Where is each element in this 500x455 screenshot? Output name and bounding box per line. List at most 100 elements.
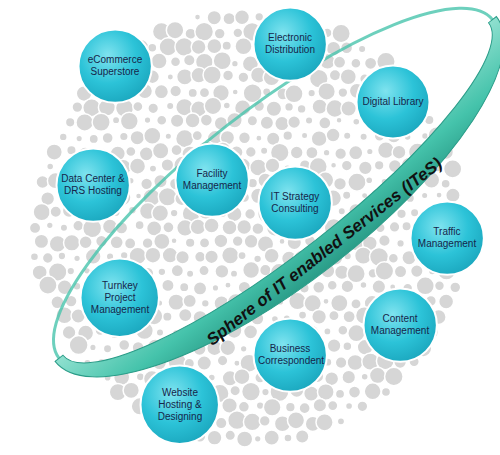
texture-dot: [364, 383, 381, 400]
texture-dot: [148, 103, 159, 114]
texture-dot: [212, 285, 219, 292]
texture-dot: [238, 72, 249, 83]
texture-dot: [199, 265, 209, 275]
texture-dot: [230, 385, 240, 395]
texture-dot: [244, 325, 258, 339]
texture-dot: [388, 253, 398, 263]
texture-dot: [222, 220, 237, 235]
texture-dot: [446, 188, 460, 202]
circle-shape: [363, 288, 436, 361]
texture-dot: [194, 14, 200, 20]
texture-dot: [385, 367, 404, 386]
texture-dot: [235, 10, 250, 25]
texture-dot: [397, 240, 405, 248]
texture-dot: [245, 147, 256, 158]
texture-dot: [335, 148, 347, 160]
texture-dot: [312, 99, 327, 114]
texture-dot: [239, 132, 251, 144]
service-circle: Traffic Management: [409, 200, 485, 276]
texture-dot: [389, 222, 400, 233]
texture-dot: [176, 250, 190, 264]
circle-shape: [81, 259, 159, 337]
texture-dot: [335, 357, 347, 369]
texture-dot: [238, 251, 246, 259]
texture-dot: [76, 135, 83, 142]
texture-dot: [435, 281, 445, 291]
circle-shape: [78, 29, 151, 102]
texture-dot: [263, 398, 281, 416]
service-circle: Business Correspondent: [252, 317, 328, 393]
texture-dot: [313, 281, 325, 293]
texture-dot: [200, 114, 212, 126]
texture-dot: [89, 134, 98, 143]
texture-dot: [234, 360, 240, 366]
circle-shape: [141, 366, 219, 444]
circle-shape: [175, 143, 248, 216]
texture-dot: [441, 179, 450, 188]
texture-dot: [215, 264, 229, 278]
texture-dot: [58, 252, 66, 260]
texture-dot: [283, 131, 293, 141]
texture-dot: [326, 128, 340, 142]
texture-dot: [243, 413, 261, 431]
texture-dot: [126, 146, 136, 156]
texture-dot: [34, 234, 48, 248]
texture-dot: [332, 24, 350, 42]
texture-dot: [69, 336, 88, 355]
texture-dot: [144, 117, 151, 124]
texture-dot: [237, 220, 252, 235]
texture-dot: [264, 248, 279, 263]
texture-dot: [381, 387, 390, 396]
texture-dot: [275, 116, 290, 131]
texture-dot: [79, 236, 92, 249]
texture-dot: [39, 276, 57, 294]
texture-dot: [331, 162, 337, 168]
texture-dot: [166, 21, 184, 39]
texture-dot: [329, 310, 339, 320]
texture-dot: [141, 178, 153, 190]
texture-dot: [123, 382, 139, 398]
texture-dot: [394, 265, 406, 277]
texture-dot: [47, 163, 54, 170]
service-circle: Facility Management: [174, 142, 250, 218]
texture-dot: [323, 149, 330, 156]
texture-dot: [347, 354, 363, 370]
texture-dot: [329, 70, 340, 81]
texture-dot: [361, 373, 368, 380]
texture-dot: [327, 339, 341, 353]
service-circle: Data Center & DRS Hosting: [55, 147, 131, 223]
texture-dot: [319, 117, 331, 129]
texture-dot: [266, 101, 282, 117]
texture-dot: [214, 234, 228, 248]
texture-dot: [144, 127, 161, 144]
texture-dot: [30, 253, 38, 261]
texture-dot: [103, 345, 111, 353]
texture-dot: [397, 209, 407, 219]
texture-dot: [90, 344, 97, 351]
texture-dot: [197, 356, 211, 370]
texture-dot: [203, 66, 221, 84]
circle-shape: [56, 148, 129, 221]
texture-dot: [120, 132, 129, 141]
texture-dot: [360, 133, 368, 141]
texture-dot: [242, 382, 261, 401]
service-circle: Website Hosting & Designing: [139, 364, 220, 445]
texture-dot: [157, 115, 167, 125]
service-name: Website Hosting & Designing: [148, 387, 212, 423]
texture-dot: [260, 147, 267, 154]
texture-dot: [133, 101, 143, 111]
texture-dot: [225, 430, 235, 440]
service-name: eCommerce Superstore: [83, 54, 147, 78]
texture-dot: [135, 221, 144, 230]
texture-dot: [348, 386, 360, 398]
texture-dot: [308, 89, 316, 97]
texture-dot: [199, 238, 209, 248]
texture-dot: [340, 69, 356, 85]
sphere-texture: [29, 10, 469, 447]
texture-dot: [346, 402, 353, 409]
texture-dot: [311, 131, 327, 147]
texture-dot: [74, 255, 81, 262]
texture-dot: [341, 160, 352, 171]
texture-dot: [349, 146, 363, 160]
